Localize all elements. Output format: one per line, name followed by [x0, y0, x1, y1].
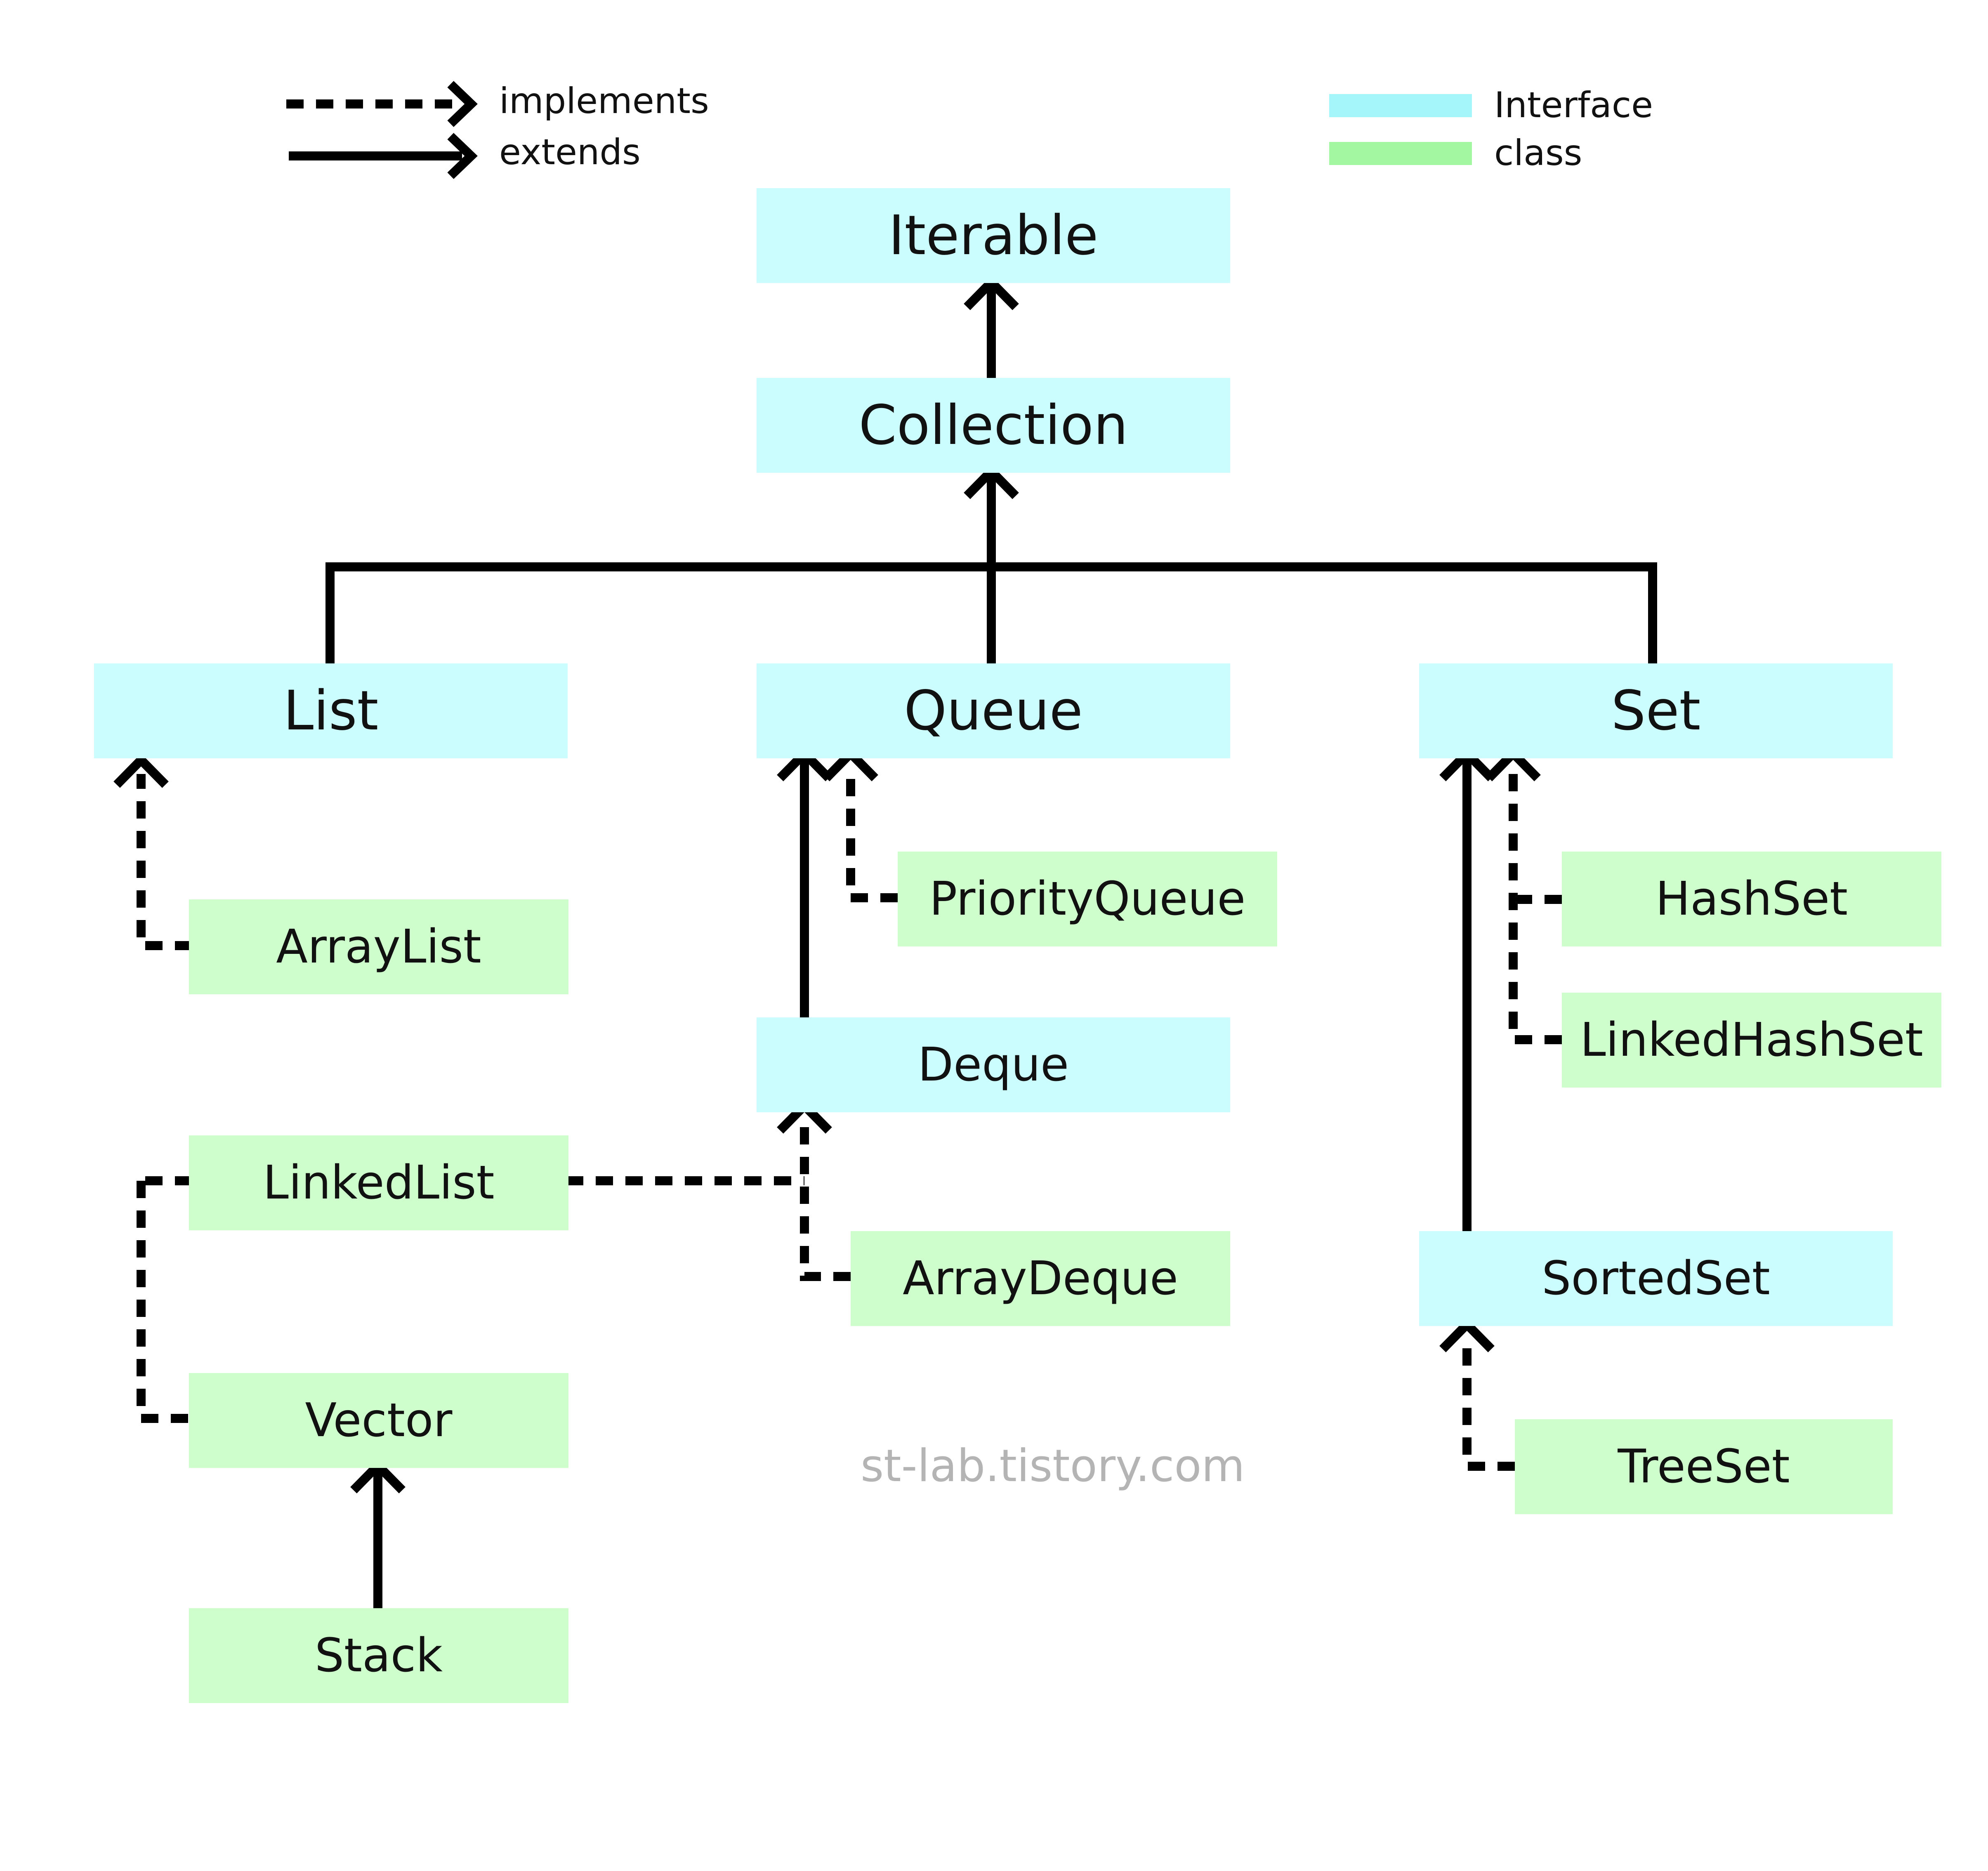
node-queue: Queue: [757, 663, 1230, 758]
legend-class-label: class: [1494, 132, 1582, 174]
edge-arraydeque-deque: [800, 1119, 851, 1281]
watermark-text: st-lab.tistory.com: [861, 1440, 1245, 1492]
node-iterable: Iterable: [757, 188, 1230, 283]
node-arraydeque: ArrayDeque: [851, 1231, 1230, 1326]
node-vector: Vector: [189, 1373, 568, 1468]
arrowhead-list: [113, 753, 169, 788]
legend-implements-arrowhead: [447, 81, 478, 127]
edge-list-impls: [137, 774, 192, 950]
node-priorityqueue: PriorityQueue: [898, 852, 1277, 946]
edge-priorityqueue-queue: [846, 767, 898, 902]
node-linkedhashset: LinkedHashSet: [1562, 993, 1941, 1088]
edge-vector-list: [137, 1181, 192, 1423]
legend-implements-label: implements: [499, 80, 709, 122]
node-collection: Collection: [757, 378, 1230, 473]
legend-interface-swatch: [1329, 94, 1472, 117]
node-arraylist: ArrayList: [189, 899, 568, 994]
legend-class-swatch: [1329, 142, 1472, 165]
node-deque: Deque: [757, 1017, 1230, 1112]
legend-interface-label: Interface: [1494, 85, 1653, 126]
node-list: List: [94, 663, 568, 758]
edge-treeset-sortedset: [1462, 1337, 1515, 1471]
node-treeset: TreeSet: [1515, 1419, 1893, 1514]
node-stack: Stack: [189, 1608, 568, 1703]
legend-extends-arrowhead: [447, 133, 478, 179]
edge-linkedhashset-set: [1509, 767, 1562, 1044]
node-hashset: HashSet: [1562, 852, 1941, 946]
node-set: Set: [1419, 663, 1893, 758]
legend-extends-label: extends: [499, 132, 641, 173]
arrowhead-sortedset: [1439, 1318, 1495, 1352]
node-linkedlist: LinkedList: [189, 1135, 568, 1230]
node-sortedset: SortedSet: [1419, 1231, 1893, 1326]
